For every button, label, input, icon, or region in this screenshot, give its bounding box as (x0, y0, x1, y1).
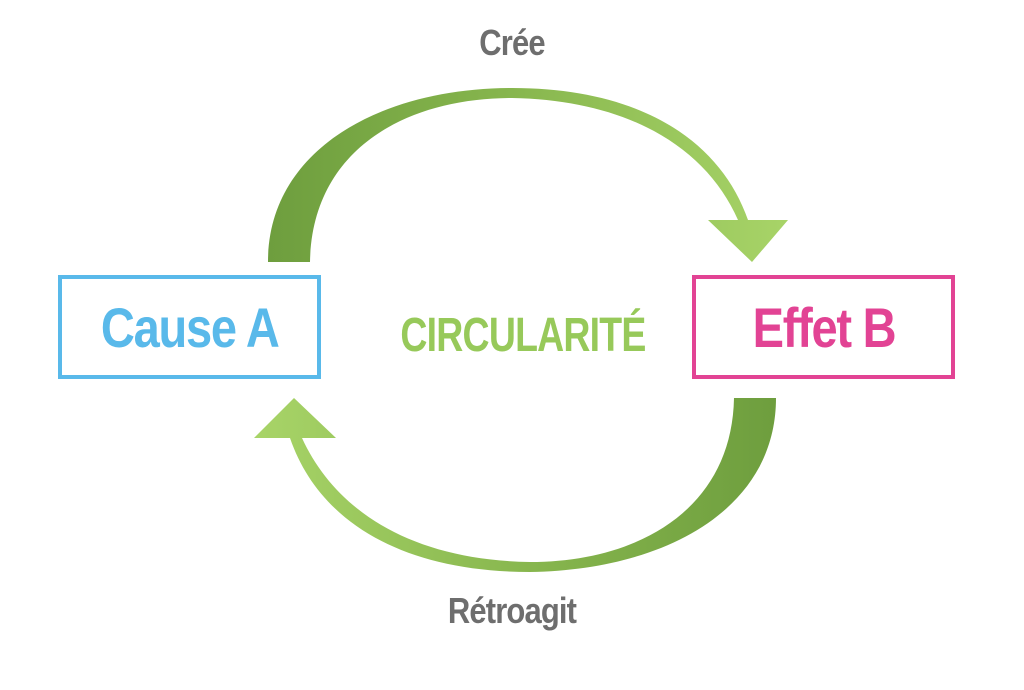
bottom-flow-label: Rétroagit (447, 590, 577, 631)
cause-a-label: Cause A (100, 295, 280, 359)
top-arrow (268, 88, 788, 262)
effet-b-box: Effet B (692, 275, 955, 379)
top-flow-label: Crée (479, 22, 545, 63)
cause-a-box: Cause A (58, 275, 321, 379)
bottom-arrow (254, 398, 776, 572)
effet-b-label: Effet B (752, 295, 896, 359)
center-label: CIRCULARITÉ (400, 309, 646, 362)
